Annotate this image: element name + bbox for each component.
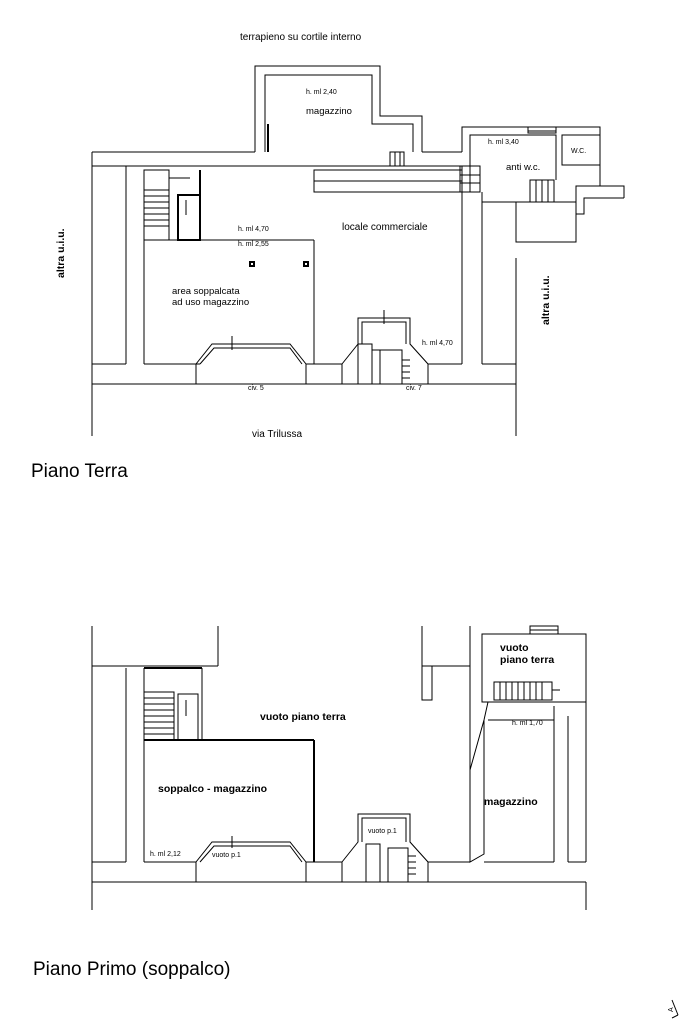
void-p1-center-label: vuoto p.1 <box>368 828 397 835</box>
first-floor-plan <box>91 625 587 910</box>
right-neighbor-label: altra u.i.u. <box>540 275 552 325</box>
anti-wc-height-label: h. ml 3,40 <box>488 139 519 146</box>
height-470-right-label: h. ml 4,70 <box>422 340 453 347</box>
ground-floor-plan <box>91 65 625 436</box>
north-arrow-icon <box>671 999 679 1019</box>
height-255-label: h. ml 2,55 <box>238 241 269 248</box>
mezzanine-area-label-2: ad uso magazzino <box>172 297 250 308</box>
height-170-label: h. ml 1,70 <box>512 720 543 727</box>
storage-room-label: magazzino <box>306 106 352 117</box>
anti-wc-label: anti w.c. <box>506 162 541 173</box>
height-212-label: h. ml 2,12 <box>150 851 181 858</box>
first-floor-storage-label: magazzino <box>484 796 538 808</box>
void-right-label-1: vuoto <box>500 642 529 654</box>
civic-5-label: civ. 5 <box>248 385 264 392</box>
civic-7-label: civ. 7 <box>406 385 422 392</box>
wc-label: W.C. <box>571 148 587 155</box>
void-right-label-2: piano terra <box>500 654 555 666</box>
commercial-room-label: locale commerciale <box>342 222 428 233</box>
void-p1-left-label: vuoto p.1 <box>212 852 241 859</box>
left-neighbor-label: altra u.i.u. <box>55 228 67 278</box>
mezzanine-area-label-1: area soppalcata <box>172 286 240 297</box>
ground-floor-title: Piano Terra <box>31 461 128 482</box>
storage-height-label: h. ml 2,40 <box>306 89 337 96</box>
first-floor-title: Piano Primo (soppalco) <box>33 959 231 980</box>
height-470-label: h. ml 4,70 <box>238 226 269 233</box>
void-ground-main-label: vuoto piano terra <box>260 711 346 723</box>
mezzanine-storage-label: soppalco - magazzino <box>158 783 268 795</box>
street-label: via Trilussa <box>252 429 303 440</box>
corner-mark: A <box>668 1007 675 1012</box>
top-courtyard-label: terrapieno su cortile interno <box>240 32 362 43</box>
